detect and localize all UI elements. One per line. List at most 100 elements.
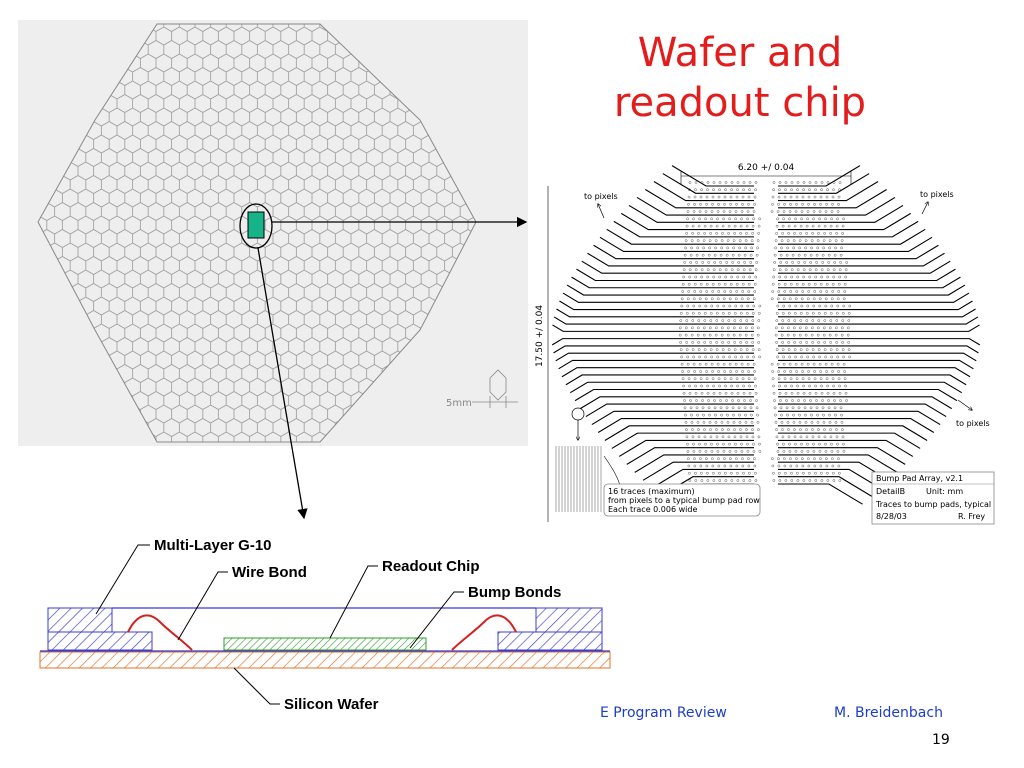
bump-pad bbox=[800, 210, 804, 213]
bump-pad bbox=[729, 457, 732, 460]
bump-pad bbox=[787, 341, 790, 344]
bump-pad-trace bbox=[581, 260, 754, 274]
bump-pad bbox=[741, 203, 744, 206]
bump-pad bbox=[717, 290, 721, 293]
bump-pad bbox=[795, 282, 799, 286]
bump-pad bbox=[803, 253, 807, 257]
bump-pad bbox=[797, 406, 801, 410]
bump-pad bbox=[749, 399, 752, 402]
bump-pad bbox=[823, 348, 827, 351]
bump-pad bbox=[772, 181, 776, 184]
bump-pad-trace bbox=[566, 284, 754, 296]
bump-pad bbox=[686, 297, 690, 301]
bump-pad bbox=[783, 464, 787, 468]
bump-pad bbox=[796, 391, 800, 395]
bump-pad bbox=[822, 246, 825, 250]
bump-pad bbox=[802, 391, 806, 395]
bump-pad bbox=[698, 442, 701, 446]
bump-pad bbox=[808, 479, 812, 482]
bump-pad bbox=[798, 413, 801, 417]
label-wire-bond: Wire Bond bbox=[232, 564, 307, 581]
bump-pad bbox=[692, 304, 696, 308]
bump-pad bbox=[737, 399, 740, 402]
bump-pad bbox=[741, 290, 745, 293]
bump-pad bbox=[811, 232, 814, 235]
bump-pad bbox=[752, 355, 755, 359]
bump-pad bbox=[801, 464, 805, 468]
bump-pad bbox=[841, 435, 845, 439]
bump-pad bbox=[804, 239, 808, 242]
bump-pad bbox=[687, 203, 690, 206]
bump-pad bbox=[723, 377, 727, 381]
bump-pad bbox=[724, 188, 727, 192]
bump-pad bbox=[808, 181, 812, 184]
bump-pad bbox=[807, 203, 810, 206]
bump-pad bbox=[735, 290, 739, 293]
bump-pad bbox=[782, 217, 785, 221]
bump-pad bbox=[791, 253, 795, 257]
bump-pad bbox=[696, 333, 700, 337]
bump-pad bbox=[723, 203, 726, 206]
bump-pad bbox=[775, 232, 778, 235]
bump-pad bbox=[691, 319, 695, 322]
bump-pad bbox=[754, 181, 758, 184]
bump-pad bbox=[771, 290, 775, 293]
bump-pad bbox=[716, 362, 720, 366]
bump-pad bbox=[727, 435, 731, 439]
bump-pad bbox=[720, 421, 724, 424]
bump-pad bbox=[742, 471, 745, 475]
bump-pad bbox=[698, 210, 702, 213]
bump-pad bbox=[809, 253, 813, 257]
bump-pad bbox=[842, 217, 845, 221]
bump-pad bbox=[744, 239, 748, 242]
chip-location-circle bbox=[239, 203, 273, 249]
bump-pad bbox=[758, 442, 761, 446]
bump-pad bbox=[710, 210, 714, 213]
bump-pad-trace bbox=[778, 439, 914, 457]
slide-title: Wafer and readout chip bbox=[560, 28, 920, 128]
bump-pad bbox=[820, 188, 823, 192]
bump-pad bbox=[844, 391, 848, 395]
bump-pad bbox=[721, 341, 724, 344]
bump-pad bbox=[688, 188, 691, 192]
bump-pad bbox=[821, 406, 825, 410]
bump-pad bbox=[742, 384, 745, 388]
bump-pad-trace bbox=[606, 228, 754, 245]
readout-chip-marker bbox=[247, 211, 265, 239]
bump-pad bbox=[842, 297, 846, 301]
bump-pad bbox=[747, 290, 751, 293]
bump-pad bbox=[722, 450, 726, 453]
bump-pad bbox=[685, 428, 688, 431]
bump-pad bbox=[705, 282, 709, 286]
bump-pad bbox=[698, 362, 702, 366]
bump-pad bbox=[727, 428, 730, 431]
bump-pad bbox=[713, 261, 716, 264]
bump-pad bbox=[707, 261, 710, 264]
bump-pad bbox=[687, 457, 690, 460]
bump-pad bbox=[738, 413, 741, 417]
bump-pad bbox=[679, 326, 682, 330]
bump-pad bbox=[693, 195, 697, 199]
bump-pad bbox=[813, 457, 816, 460]
bump-pad bbox=[779, 253, 783, 257]
bump-pad bbox=[791, 406, 795, 410]
bump-pad bbox=[792, 246, 795, 250]
bump-pad bbox=[738, 246, 741, 250]
bump-pad bbox=[838, 384, 841, 388]
bump-pad bbox=[788, 442, 791, 446]
bump-pad bbox=[802, 479, 806, 482]
bump-pad bbox=[754, 471, 757, 475]
bump-pad bbox=[755, 399, 758, 402]
bump-pad bbox=[691, 232, 694, 235]
bump-pad bbox=[736, 471, 739, 475]
scale-bar bbox=[472, 369, 518, 408]
bump-pad bbox=[694, 471, 697, 475]
bump-pad bbox=[832, 181, 836, 184]
bump-pad bbox=[725, 406, 729, 410]
bump-pad bbox=[757, 312, 761, 315]
bump-pad-trace bbox=[778, 276, 961, 289]
bump-pad bbox=[703, 326, 706, 330]
bump-pad bbox=[703, 312, 707, 315]
